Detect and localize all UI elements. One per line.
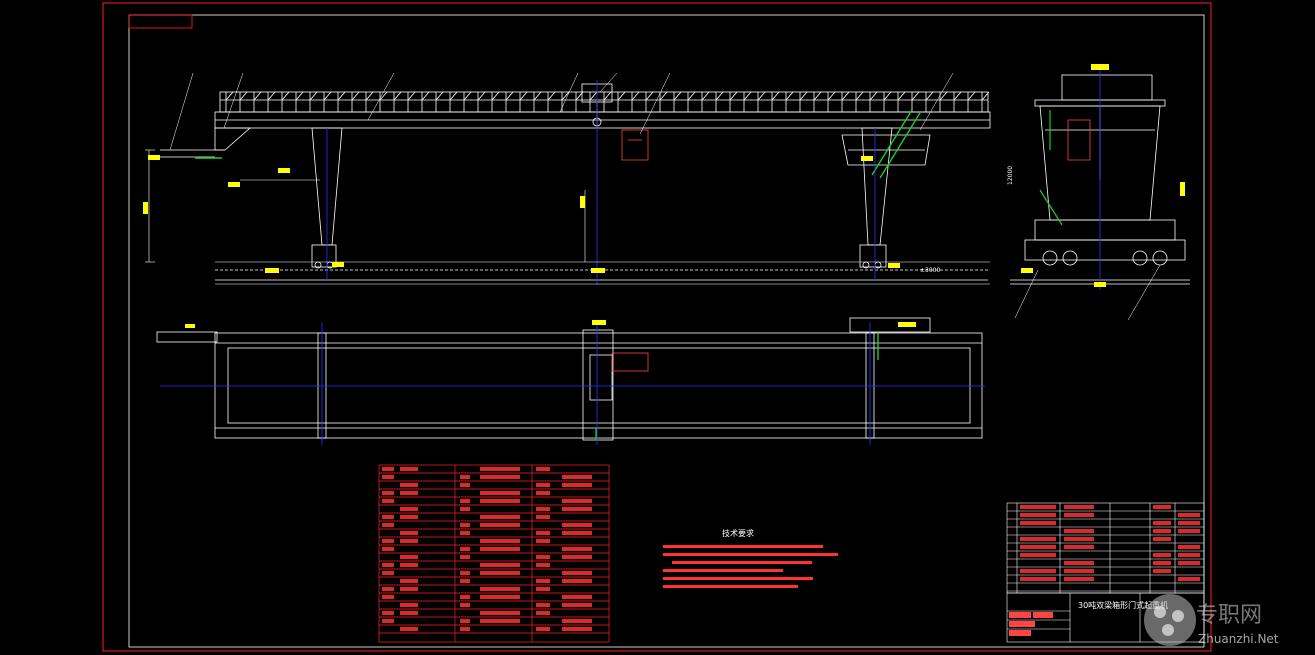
plan-view xyxy=(156,317,983,441)
plan-trolley xyxy=(582,329,614,441)
part-leaders xyxy=(169,72,954,151)
side-bogie xyxy=(1024,239,1186,261)
access-ladder xyxy=(871,109,913,176)
watermark-logo-icon xyxy=(1144,594,1196,646)
front-elevation-view xyxy=(160,83,991,281)
side-green-members xyxy=(1039,110,1063,226)
span-dimension-text: ±3000 xyxy=(920,267,940,274)
railing-posts xyxy=(225,91,990,112)
dimension-tags-side xyxy=(1021,64,1185,287)
watermark-site-cn: 专职网 xyxy=(1196,603,1262,628)
corner-label-box xyxy=(128,14,193,29)
plan-green-members xyxy=(595,333,879,440)
outer-frame xyxy=(102,2,1212,652)
side-leaders xyxy=(1014,264,1161,321)
operator-cabin xyxy=(841,134,931,166)
left-cantilever xyxy=(214,127,252,151)
inner-frame xyxy=(128,14,1205,648)
right-bogie xyxy=(859,244,887,268)
side-height-dimension: 12000 xyxy=(1007,166,1014,185)
title-block xyxy=(1006,592,1205,643)
right-leg xyxy=(861,127,893,246)
left-bogie xyxy=(311,244,337,268)
parameter-table-cells xyxy=(382,467,592,631)
parameter-table xyxy=(378,464,610,643)
notes-heading: 技术要求 xyxy=(722,528,754,538)
bom-cells xyxy=(1020,505,1200,581)
hook-block xyxy=(621,129,649,161)
dimension-tags-plan xyxy=(185,320,916,328)
dimension-lines-front xyxy=(145,149,990,285)
title-block-name: 30吨双梁箱形门式起重机 xyxy=(1078,600,1168,610)
title-block-red-cells xyxy=(1009,612,1053,636)
watermark: 专职网 Zhuanzhi.Net xyxy=(1144,594,1279,646)
center-axes-front xyxy=(326,80,876,285)
center-axes-plan xyxy=(160,320,985,445)
dimension-tags-front xyxy=(143,155,900,273)
watermark-site-en: Zhuanzhi.Net xyxy=(1198,632,1279,646)
technical-notes xyxy=(663,545,838,588)
bill-of-materials xyxy=(1006,502,1205,594)
